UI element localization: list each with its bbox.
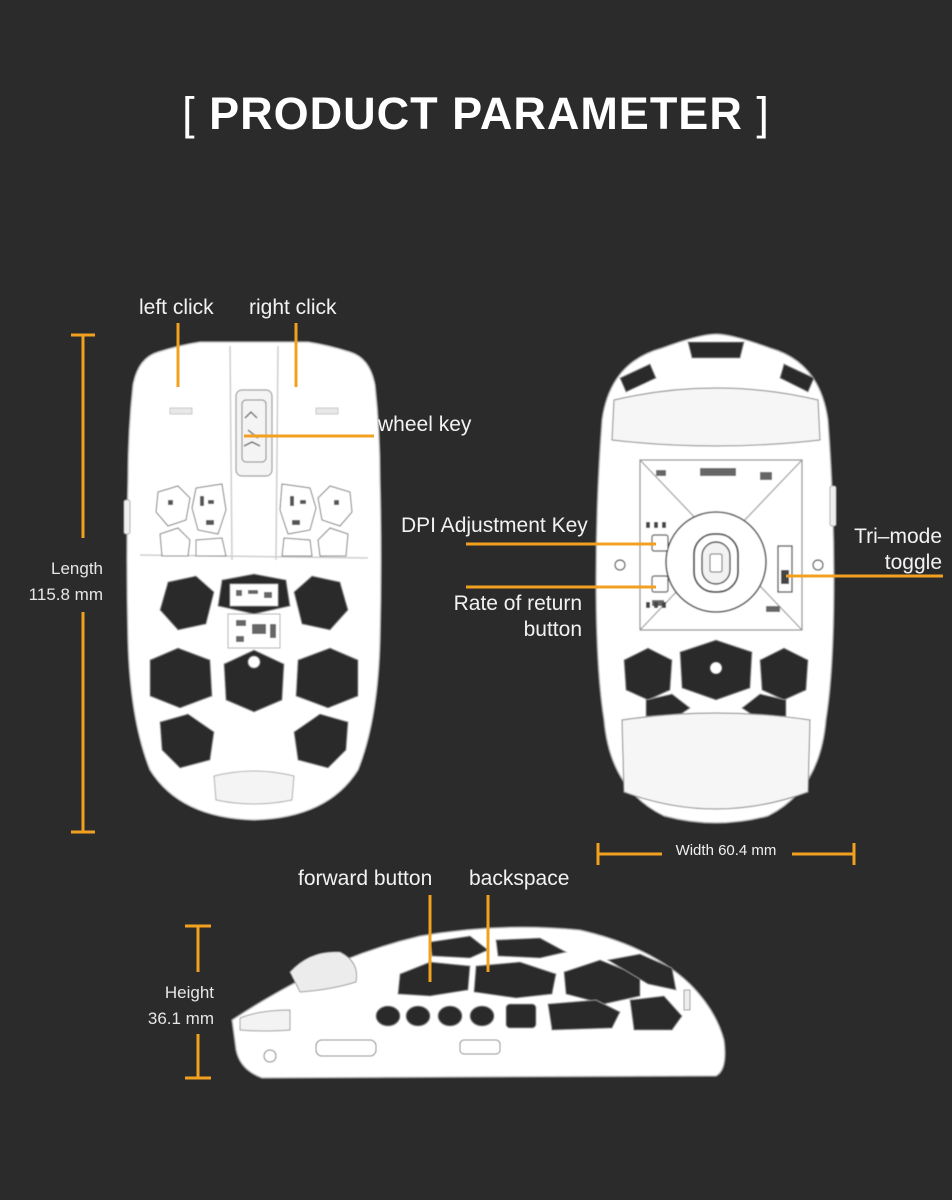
title-text: PRODUCT PARAMETER — [209, 88, 743, 139]
annotation-lines — [71, 323, 943, 1080]
tri-mode-label: Tri–mode toggle — [832, 524, 942, 577]
width-dimension-label: Width 60.4 mm — [662, 842, 790, 859]
dpi-key-label: DPI Adjustment Key — [401, 514, 588, 537]
height-label: Height — [164, 983, 214, 1002]
title-close-bracket: ] — [756, 88, 770, 139]
rate-return-line1: Rate of return — [453, 592, 582, 615]
mouse-top-view — [123, 341, 382, 821]
backspace-label: backspace — [469, 867, 570, 890]
height-dimension: Height 36.1 mm — [110, 980, 214, 1031]
tri-mode-line1: Tri–mode — [854, 525, 942, 548]
mouse-side-view — [231, 926, 726, 1079]
left-click-label: left click — [139, 296, 214, 319]
rate-return-line2: button — [523, 618, 582, 642]
length-label: Length — [51, 559, 103, 578]
tri-mode-line2: toggle — [884, 551, 942, 575]
length-value: 115.8 mm — [28, 584, 103, 604]
length-dimension: Length 115.8 mm — [0, 556, 103, 607]
mouse-bottom-view — [595, 333, 837, 824]
forward-button-label: forward button — [298, 867, 433, 890]
rate-return-label: Rate of return button — [440, 591, 582, 644]
title-open-bracket: [ — [182, 88, 196, 139]
wheel-key-label: wheel key — [378, 413, 472, 436]
right-click-label: right click — [249, 296, 337, 319]
height-value: 36.1 mm — [147, 1008, 214, 1028]
page-title: [ PRODUCT PARAMETER ] — [0, 88, 952, 140]
